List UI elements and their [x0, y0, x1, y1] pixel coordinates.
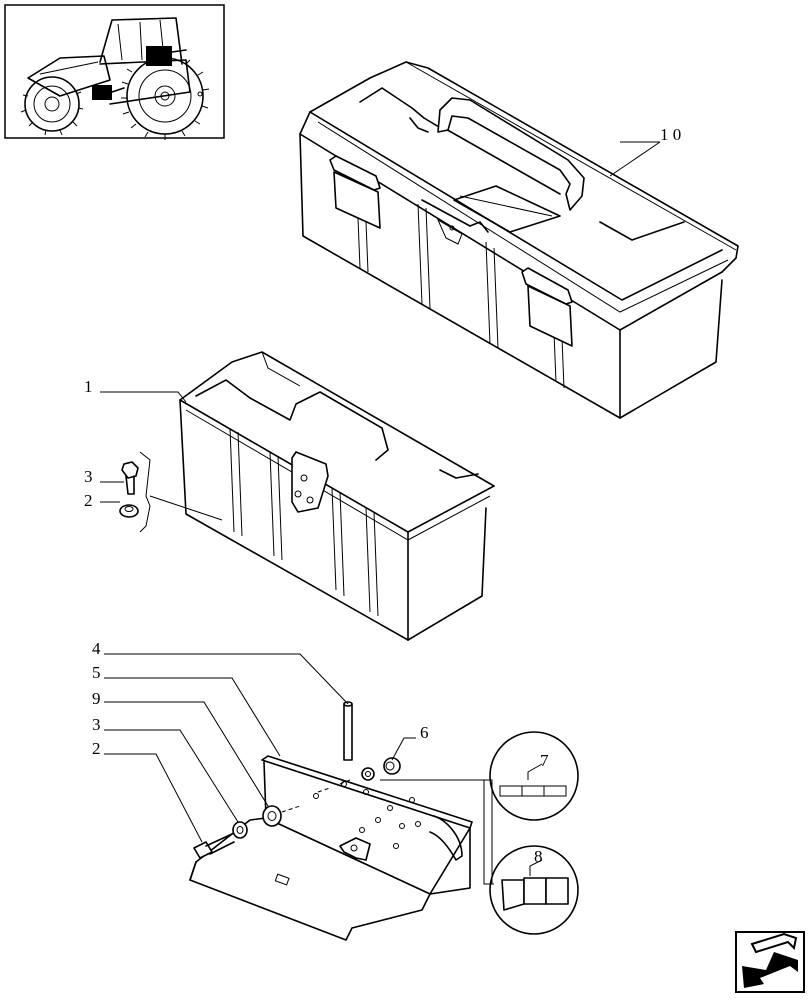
- washer-small: [119, 504, 139, 518]
- toolbox-body: [179, 351, 495, 641]
- tractor-locator-icon[interactable]: [4, 4, 225, 140]
- detail-circle-8: [489, 845, 579, 935]
- callout-5: 5: [92, 663, 101, 682]
- bolt-2: [193, 833, 235, 859]
- callout-8: 8: [534, 847, 543, 866]
- detail-circle-7: [489, 731, 579, 821]
- bracket-plate: [189, 755, 473, 941]
- toolbox-assembly: [299, 61, 739, 419]
- callout-6: 6: [420, 723, 429, 742]
- callout-3-upper: 3: [84, 467, 93, 486]
- callout-7: 7: [540, 751, 549, 770]
- pin: [343, 701, 353, 761]
- callout-1: 1: [84, 377, 93, 396]
- bolt-small: [121, 461, 139, 495]
- spacer-9: [262, 805, 282, 827]
- callout-3-lower: 3: [92, 715, 101, 734]
- washer-3: [232, 821, 248, 839]
- previous-page-arrow-icon[interactable]: [735, 931, 805, 993]
- callout-9: 9: [92, 689, 101, 708]
- cap-nut-6: [383, 757, 401, 775]
- callout-4: 4: [92, 639, 101, 658]
- callout-2-lower: 2: [92, 739, 101, 758]
- callout-2-upper: 2: [84, 491, 93, 510]
- callout-10: 1 0: [660, 125, 681, 144]
- washer-6: [361, 767, 375, 781]
